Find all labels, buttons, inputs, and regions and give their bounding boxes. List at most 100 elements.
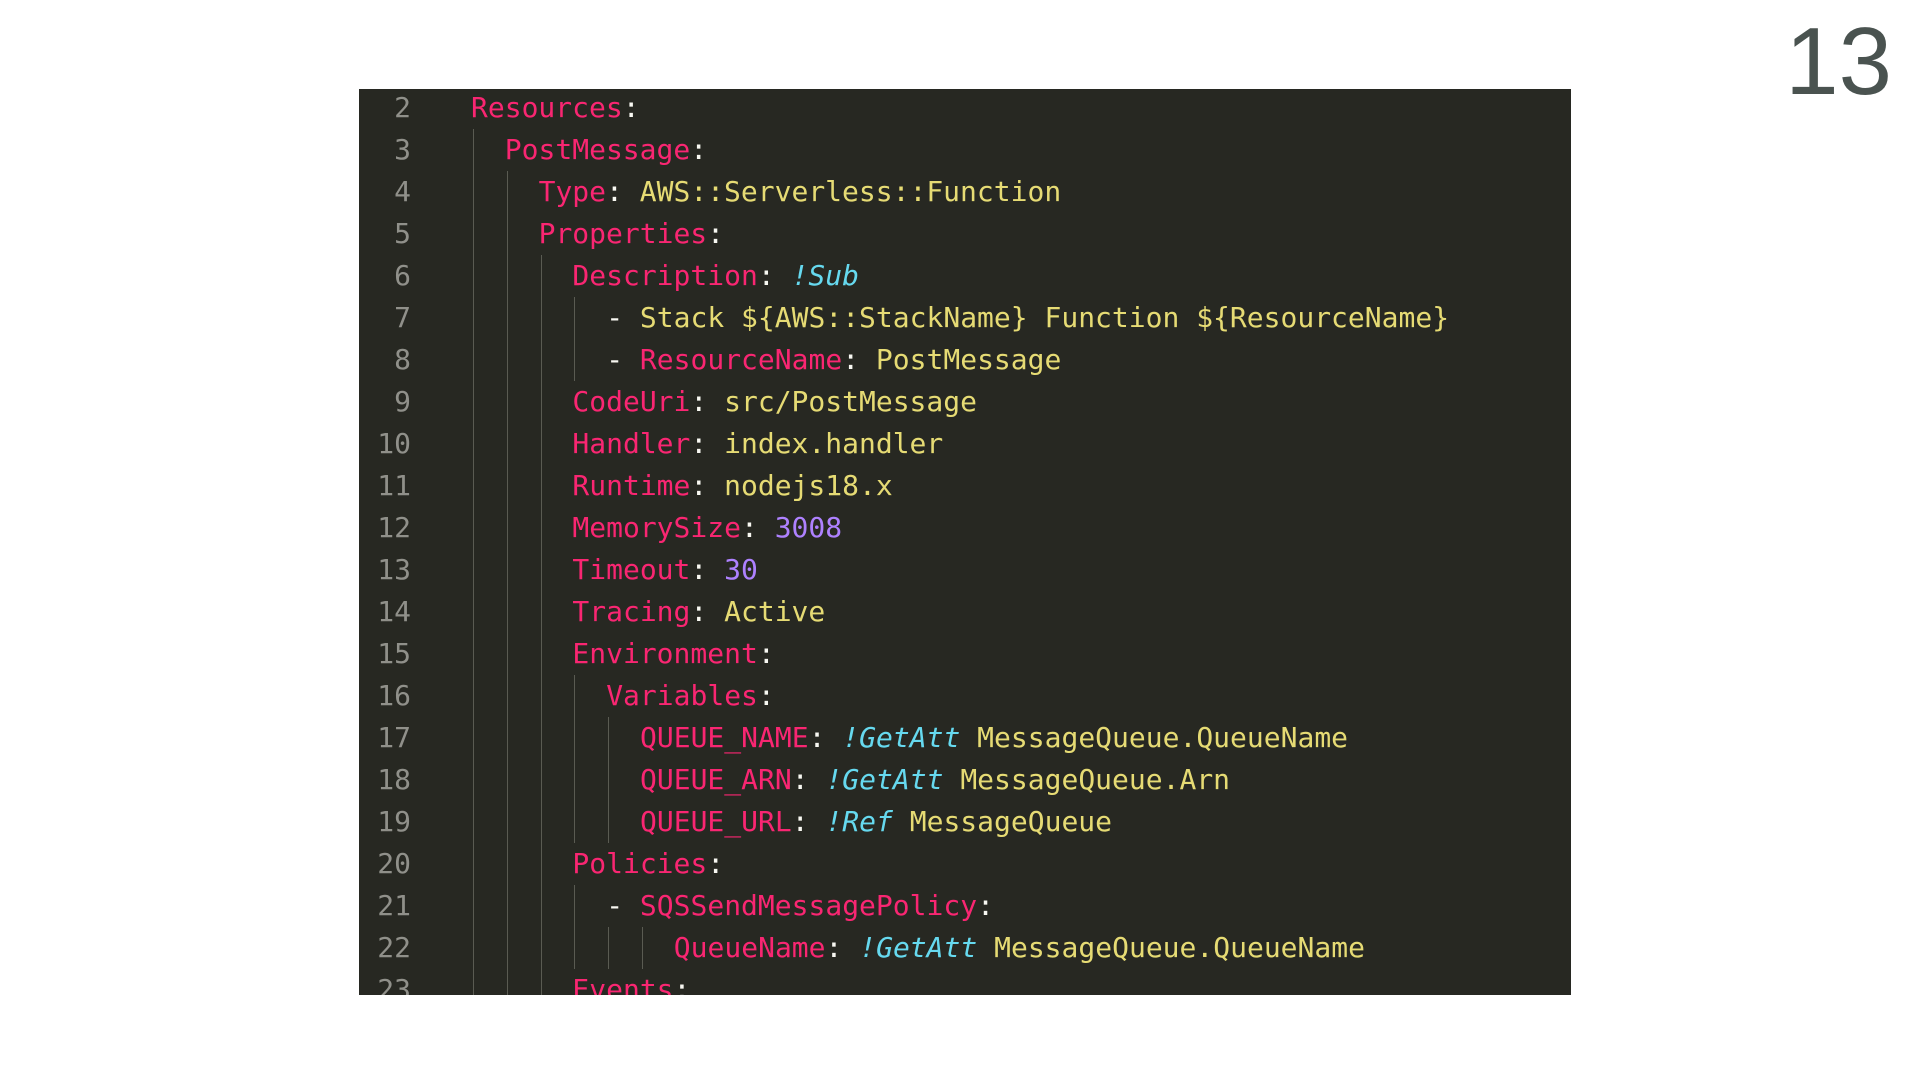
code-content: Policies:: [572, 843, 741, 885]
indent-guide: [506, 927, 508, 969]
code-line[interactable]: 11 Runtime: nodejs18.x: [359, 465, 1571, 507]
code-content: Description: !Sub: [572, 255, 859, 297]
code-content: MemorySize: 3008: [572, 507, 842, 549]
indent-guide: [540, 633, 542, 675]
code-content: - SQSSendMessagePolicy:: [606, 885, 1011, 927]
indent-guide: [540, 885, 542, 927]
indent-guide: [608, 927, 610, 969]
indent-guide: [574, 339, 576, 381]
slide-number: 13: [1785, 8, 1892, 115]
indent-guide: [540, 549, 542, 591]
code-line[interactable]: 20 Policies:: [359, 843, 1571, 885]
code-content: Runtime: nodejs18.x: [572, 465, 892, 507]
colon: :: [622, 91, 640, 124]
line-number: 17: [377, 721, 411, 754]
colon: :: [977, 889, 994, 922]
colon: :: [757, 679, 775, 712]
line-number: 12: [377, 511, 411, 544]
yaml-key: QUEUE_ARN: [640, 763, 792, 796]
indent-guide: [506, 717, 508, 759]
indent-guide: [473, 171, 474, 213]
yaml-key: Type: [538, 175, 607, 208]
colon: :: [690, 427, 708, 460]
line-number: 20: [377, 847, 411, 880]
yaml-string-value: AWS::Serverless::Function: [639, 175, 1062, 208]
colon: :: [707, 847, 725, 880]
indent-guide: [608, 801, 610, 843]
indent-guide: [473, 423, 474, 465]
yaml-key: Events: [572, 973, 674, 995]
indent-guide: [608, 717, 610, 759]
yaml-key: Properties: [538, 217, 708, 250]
yaml-key: Environment: [572, 637, 758, 670]
yaml-number-value: 30: [724, 553, 758, 586]
colon: :: [690, 595, 708, 628]
line-number: 16: [377, 679, 411, 712]
line-number: 11: [377, 469, 411, 502]
colon: :: [825, 931, 843, 964]
indent-guide: [540, 507, 542, 549]
yaml-key: PostMessage: [504, 133, 691, 166]
code-line[interactable]: 8- ResourceName: PostMessage: [359, 339, 1571, 381]
line-number: 2: [394, 91, 411, 124]
indent-guide: [506, 339, 508, 381]
yaml-string-value: MessageQueue.QueueName: [977, 721, 1349, 754]
indent-guide: [506, 675, 508, 717]
yaml-string-value: MessageQueue: [909, 805, 1113, 838]
code-content: Resources:: [471, 89, 656, 129]
yaml-key: Description: [572, 259, 758, 292]
indent-guide: [642, 927, 643, 969]
indent-guide: [506, 801, 508, 843]
code-line[interactable]: 16 Variables:: [359, 675, 1571, 717]
indent-guide: [506, 591, 508, 633]
code-line[interactable]: 12 MemorySize: 3008: [359, 507, 1571, 549]
indent-guide: [506, 423, 508, 465]
yaml-key: SQSSendMessagePolicy: [639, 889, 978, 922]
colon: :: [690, 133, 708, 166]
indent-guide: [473, 213, 474, 255]
yaml-key: MemorySize: [572, 511, 741, 544]
indent-guide: [506, 633, 508, 675]
indent-guide: [473, 549, 474, 591]
yaml-tag: !GetAtt: [825, 763, 944, 796]
yaml-key: Policies: [572, 847, 708, 880]
yaml-key: Variables: [606, 679, 758, 712]
yaml-string-value: src/PostMessage: [724, 385, 977, 418]
colon: :: [791, 805, 809, 838]
yaml-string-value: Active: [724, 595, 826, 628]
indent-guide: [473, 885, 474, 927]
code-line[interactable]: 21- SQSSendMessagePolicy:: [359, 885, 1571, 927]
indent-guide: [473, 969, 474, 995]
line-number: 19: [377, 805, 411, 838]
code-content: Environment:: [572, 633, 791, 675]
yaml-tag: !GetAtt: [859, 931, 978, 964]
code-content: Variables:: [606, 675, 791, 717]
code-line[interactable]: 7- Stack ${AWS::StackName} Function ${Re…: [359, 297, 1571, 339]
line-number: 22: [377, 931, 411, 964]
code-content: QUEUE_ARN: !GetAtt MessageQueue.Arn: [640, 759, 1230, 801]
line-number: 13: [377, 553, 411, 586]
code-line[interactable]: 2 Resources:: [359, 89, 1571, 129]
indent-guide: [540, 465, 542, 507]
colon: :: [740, 511, 758, 544]
code-content: - Stack ${AWS::StackName} Function ${Res…: [606, 297, 1449, 339]
indent-guide: [473, 675, 474, 717]
indent-guide: [540, 927, 542, 969]
colon: :: [707, 217, 725, 250]
